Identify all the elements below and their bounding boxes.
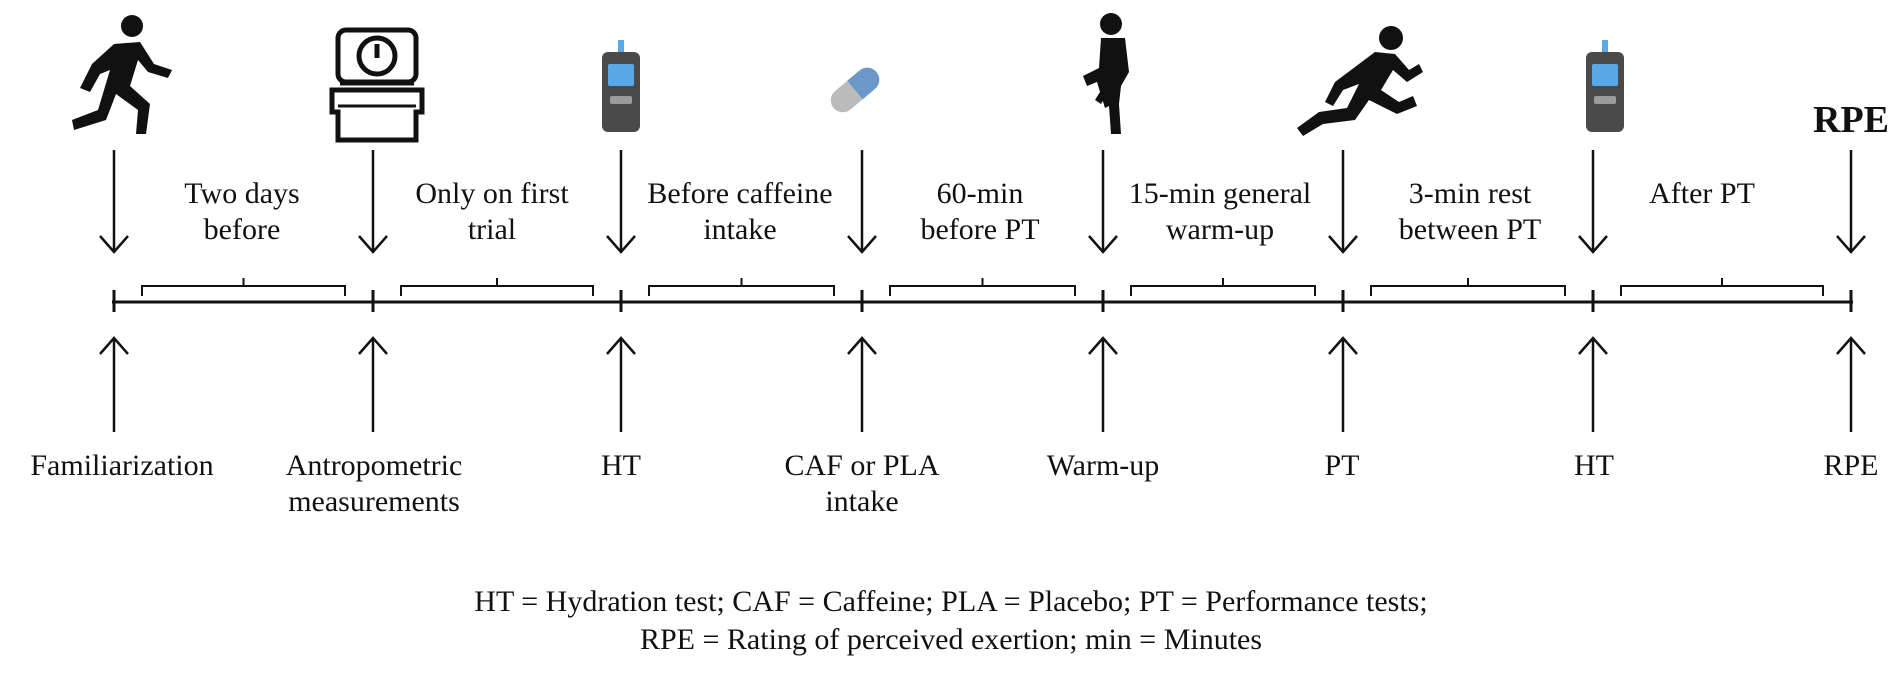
interval-label: 3-min rest between PT [1398, 177, 1542, 246]
up-arrow [1088, 336, 1118, 432]
step-label-familiarization: Familiarization [30, 449, 214, 482]
step-label-rpe: RPE [1823, 449, 1879, 482]
interval-label: 15-min general warm-up [1128, 177, 1312, 246]
timeline-arrows [99, 150, 1866, 432]
step-label-anthropometric: Antropometric measurements [285, 449, 463, 518]
capsule-icon [830, 67, 880, 113]
interval-brace [1620, 278, 1824, 296]
legend: HT = Hydration test; CAF = Caffeine; PLA… [251, 583, 1651, 659]
interval-label: After PT [1649, 177, 1755, 210]
step-label-ht: HT [1574, 449, 1614, 482]
up-arrow [1836, 336, 1866, 432]
sprinter-icon [1297, 26, 1423, 136]
interval-label: Two days before [184, 177, 300, 246]
up-arrow [358, 336, 388, 432]
down-arrow [1088, 150, 1118, 254]
legend-line: RPE = Rating of perceived exertion; min … [639, 623, 1263, 656]
runner-icon [72, 15, 172, 134]
legend-line: HT = Hydration test; CAF = Caffeine; PLA… [474, 585, 1428, 618]
interval-brace [889, 278, 1076, 296]
rpe-top-label: RPE [1813, 99, 1889, 141]
up-arrow [847, 336, 877, 432]
down-arrow [358, 150, 388, 254]
down-arrow [99, 150, 129, 254]
down-arrow [1328, 150, 1358, 254]
step-label-pt: PT [1324, 449, 1360, 482]
interval-label: Only on first trial [415, 177, 569, 246]
interval-brace [648, 278, 835, 296]
up-arrow [99, 336, 129, 432]
down-arrow [1836, 150, 1866, 254]
hydration-meter-icon [1586, 40, 1624, 132]
interval-brace [1370, 278, 1566, 296]
down-arrow [1578, 150, 1608, 254]
down-arrow [606, 150, 636, 254]
scale-icon [329, 27, 425, 143]
step-label-warmup: Warm-up [1046, 449, 1160, 482]
up-arrow [606, 336, 636, 432]
step-label-caf-pla: CAF or PLA intake [784, 449, 940, 518]
interval-brace [1130, 278, 1316, 296]
timeline-ticks [112, 290, 1853, 312]
hydration-meter-icon [602, 40, 640, 132]
up-arrow [1578, 336, 1608, 432]
interval-braces [141, 278, 1824, 296]
interval-label: 60-min before PT [920, 177, 1040, 246]
up-arrow [1328, 336, 1358, 432]
interval-brace [141, 278, 346, 296]
standing-stretch-icon [1083, 13, 1129, 134]
interval-brace [400, 278, 594, 296]
interval-label: Before caffeine intake [647, 177, 833, 246]
step-label-ht: HT [601, 449, 641, 482]
down-arrow [847, 150, 877, 254]
